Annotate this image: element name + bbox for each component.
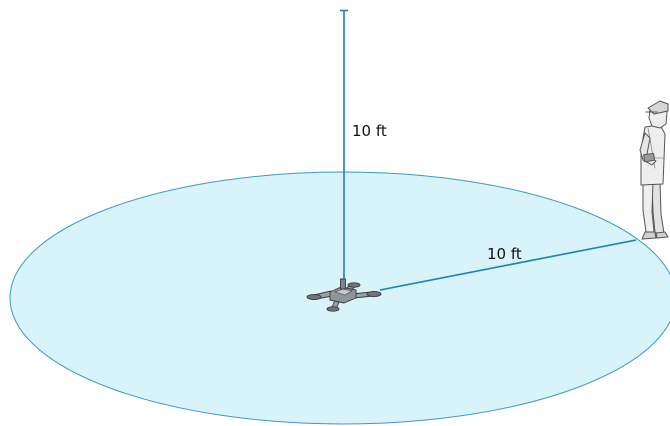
- person-pilot-icon: [639, 100, 669, 240]
- drone-icon: [306, 278, 382, 312]
- radius-clearance-line: [379, 239, 637, 291]
- drone-camera-mast: [340, 278, 346, 290]
- vertical-distance-label: 10 ft: [352, 122, 387, 140]
- radius-distance-label: 10 ft: [487, 245, 522, 263]
